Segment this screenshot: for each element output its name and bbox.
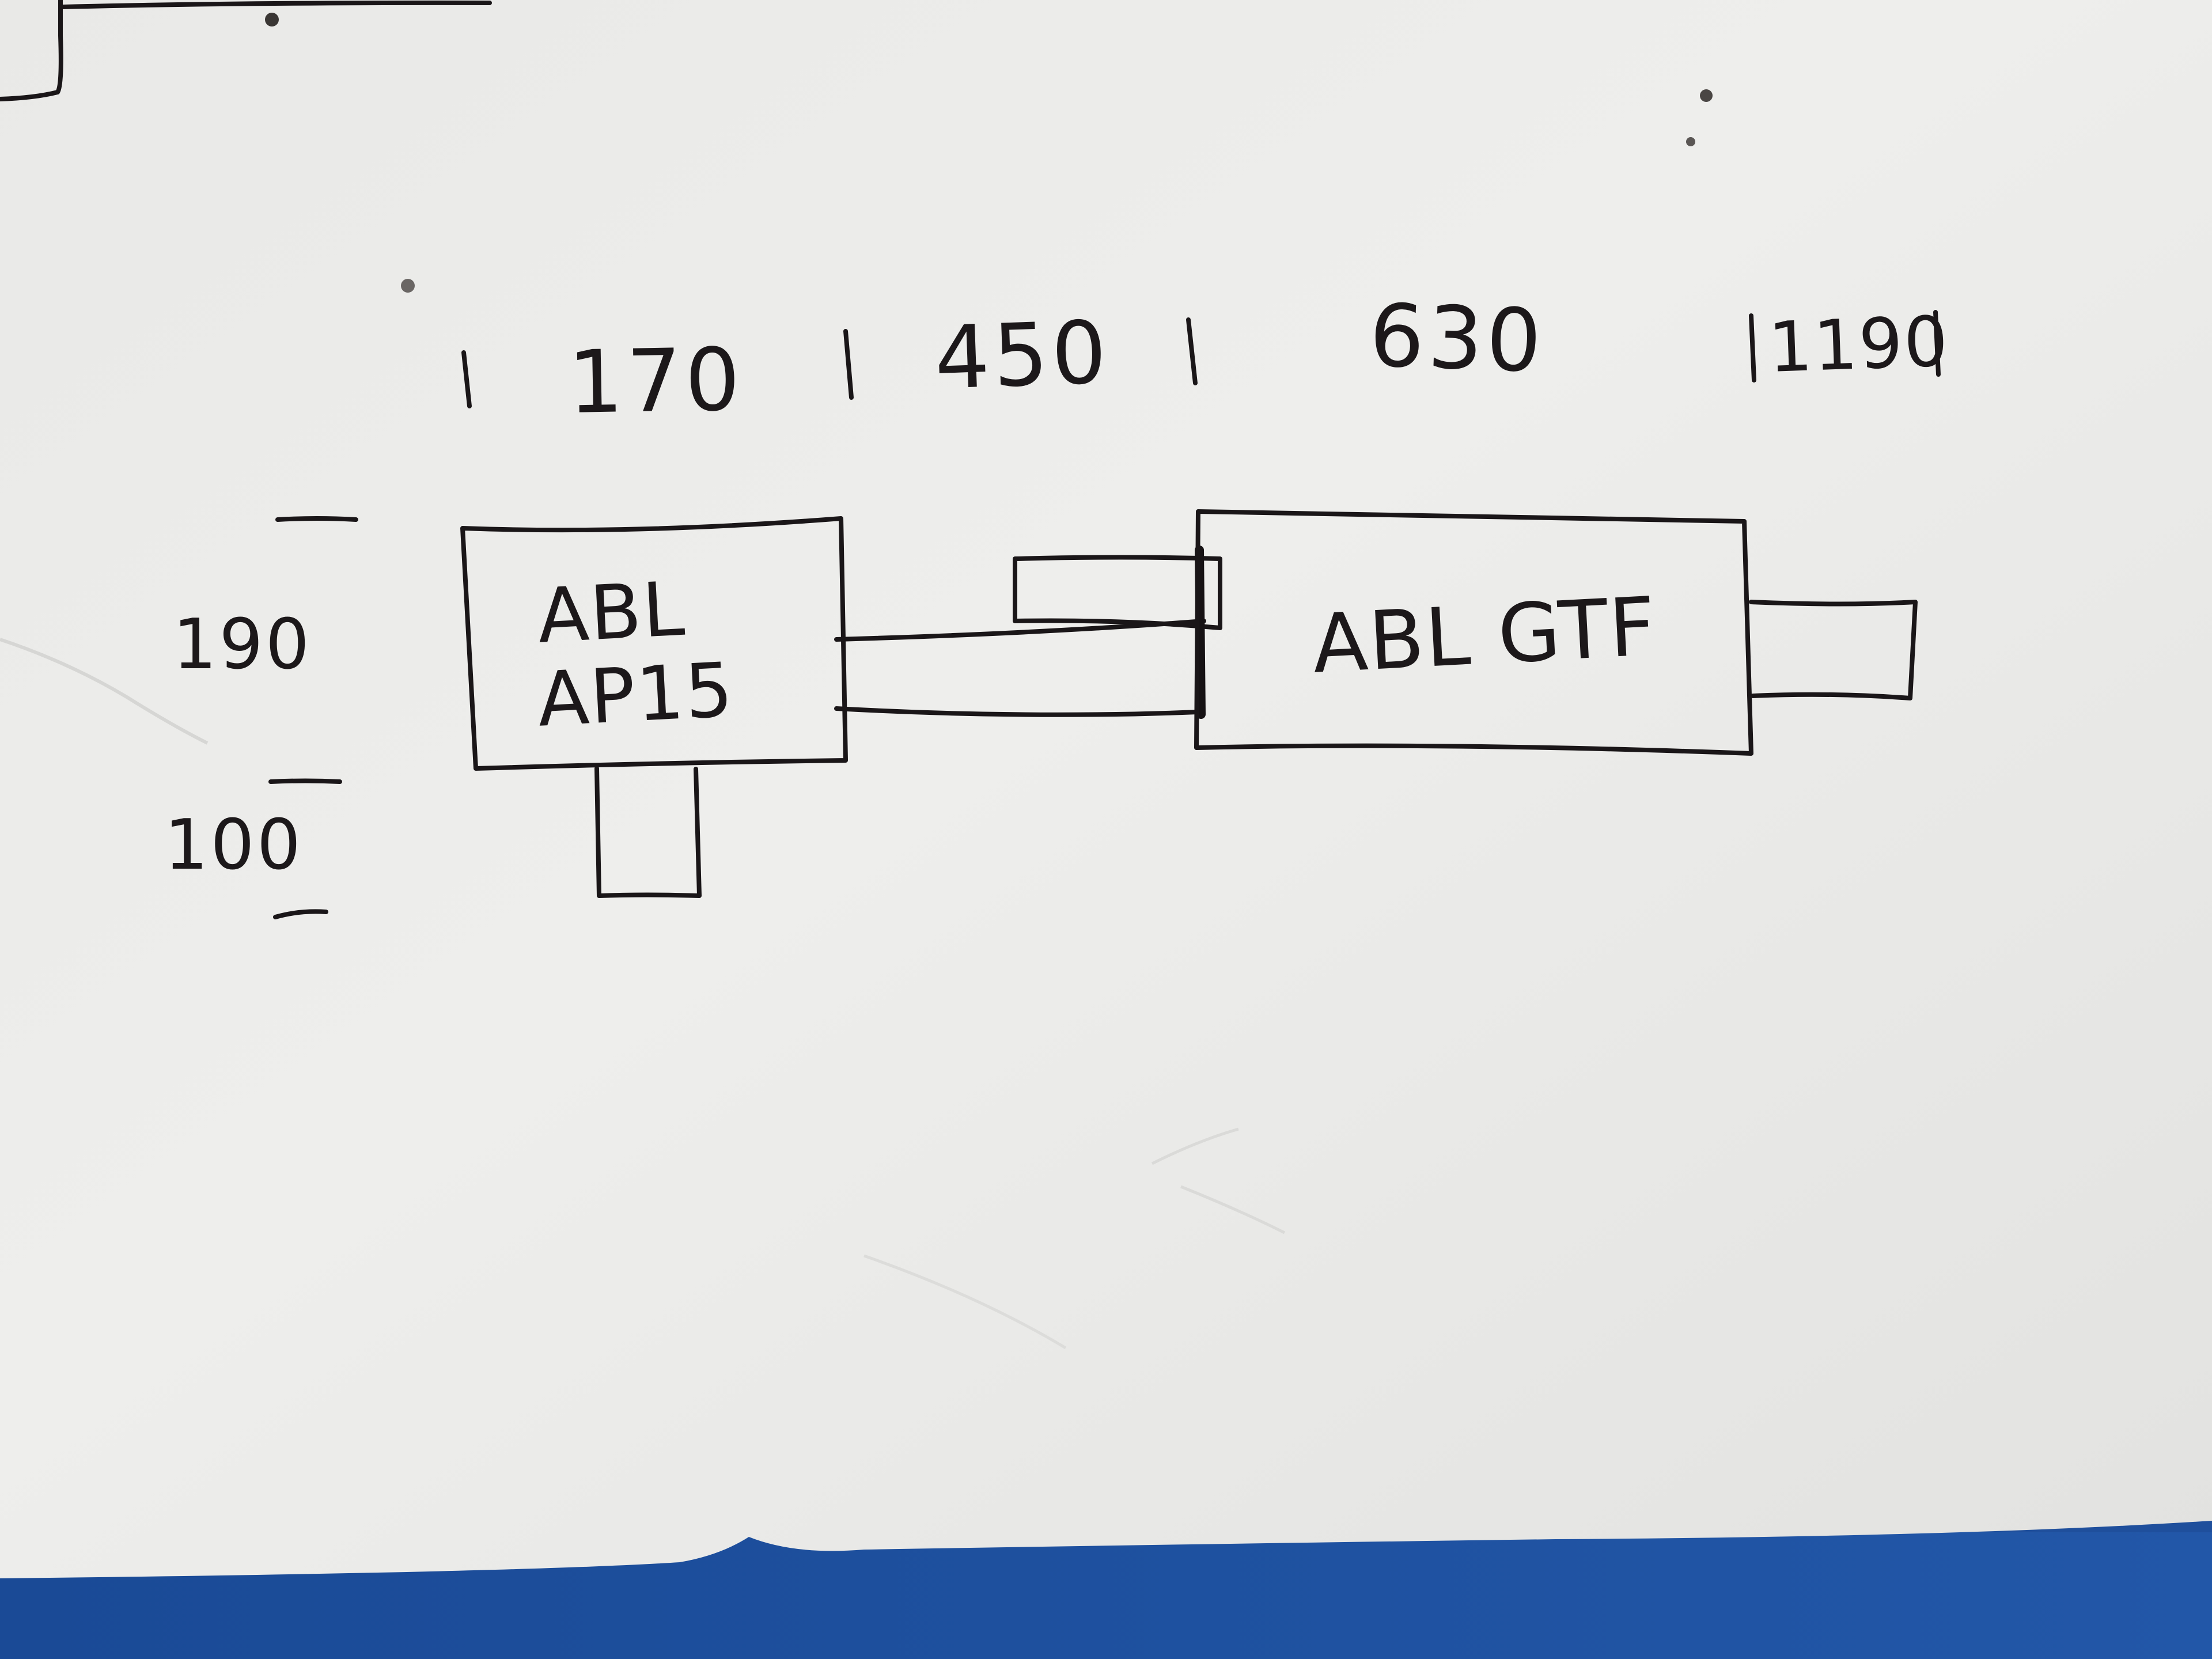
dimension-tick [1186, 317, 1198, 385]
ap15-box [460, 516, 848, 771]
dimension-tick [461, 350, 472, 408]
dimension-top-450: 450 [933, 302, 1112, 409]
dimension-top-1190: 1190 [1767, 302, 1950, 388]
dimension-side-190: 190 [173, 605, 312, 685]
paper-crease [863, 1254, 1067, 1350]
dimension-side-100: 100 [164, 805, 304, 885]
dimension-top-170: 170 [567, 329, 745, 433]
dimension-tick [1933, 310, 1941, 377]
paper-speck [401, 279, 415, 293]
paper-speck [1686, 137, 1695, 146]
gtf-box [1194, 509, 1753, 756]
paper-speck [265, 13, 279, 26]
partial-outline-top-edge [60, 0, 492, 9]
ap15-label-line-2: AP15 [535, 646, 736, 744]
gtf-label: ABL GTF [1310, 579, 1659, 692]
dimension-tick [1749, 313, 1756, 382]
paper-crease [0, 638, 209, 745]
ap15-bottom-stub [594, 766, 702, 898]
gtf-right-stub [1749, 600, 1918, 700]
dimension-tick [275, 516, 358, 522]
connector-bottom-edge [834, 706, 1200, 717]
dimension-tick [843, 329, 854, 400]
dimension-top-630: 630 [1368, 286, 1547, 392]
paper-background [0, 0, 2212, 1578]
paper-crease [1151, 1127, 1286, 1234]
ap15-label-line-1: ABL [535, 565, 688, 660]
connector-upper-box [1013, 555, 1222, 630]
dimension-tick [273, 909, 328, 919]
partial-outline-top-left [0, 0, 63, 101]
dimension-tick [268, 778, 342, 784]
paper-speck [1700, 89, 1713, 102]
